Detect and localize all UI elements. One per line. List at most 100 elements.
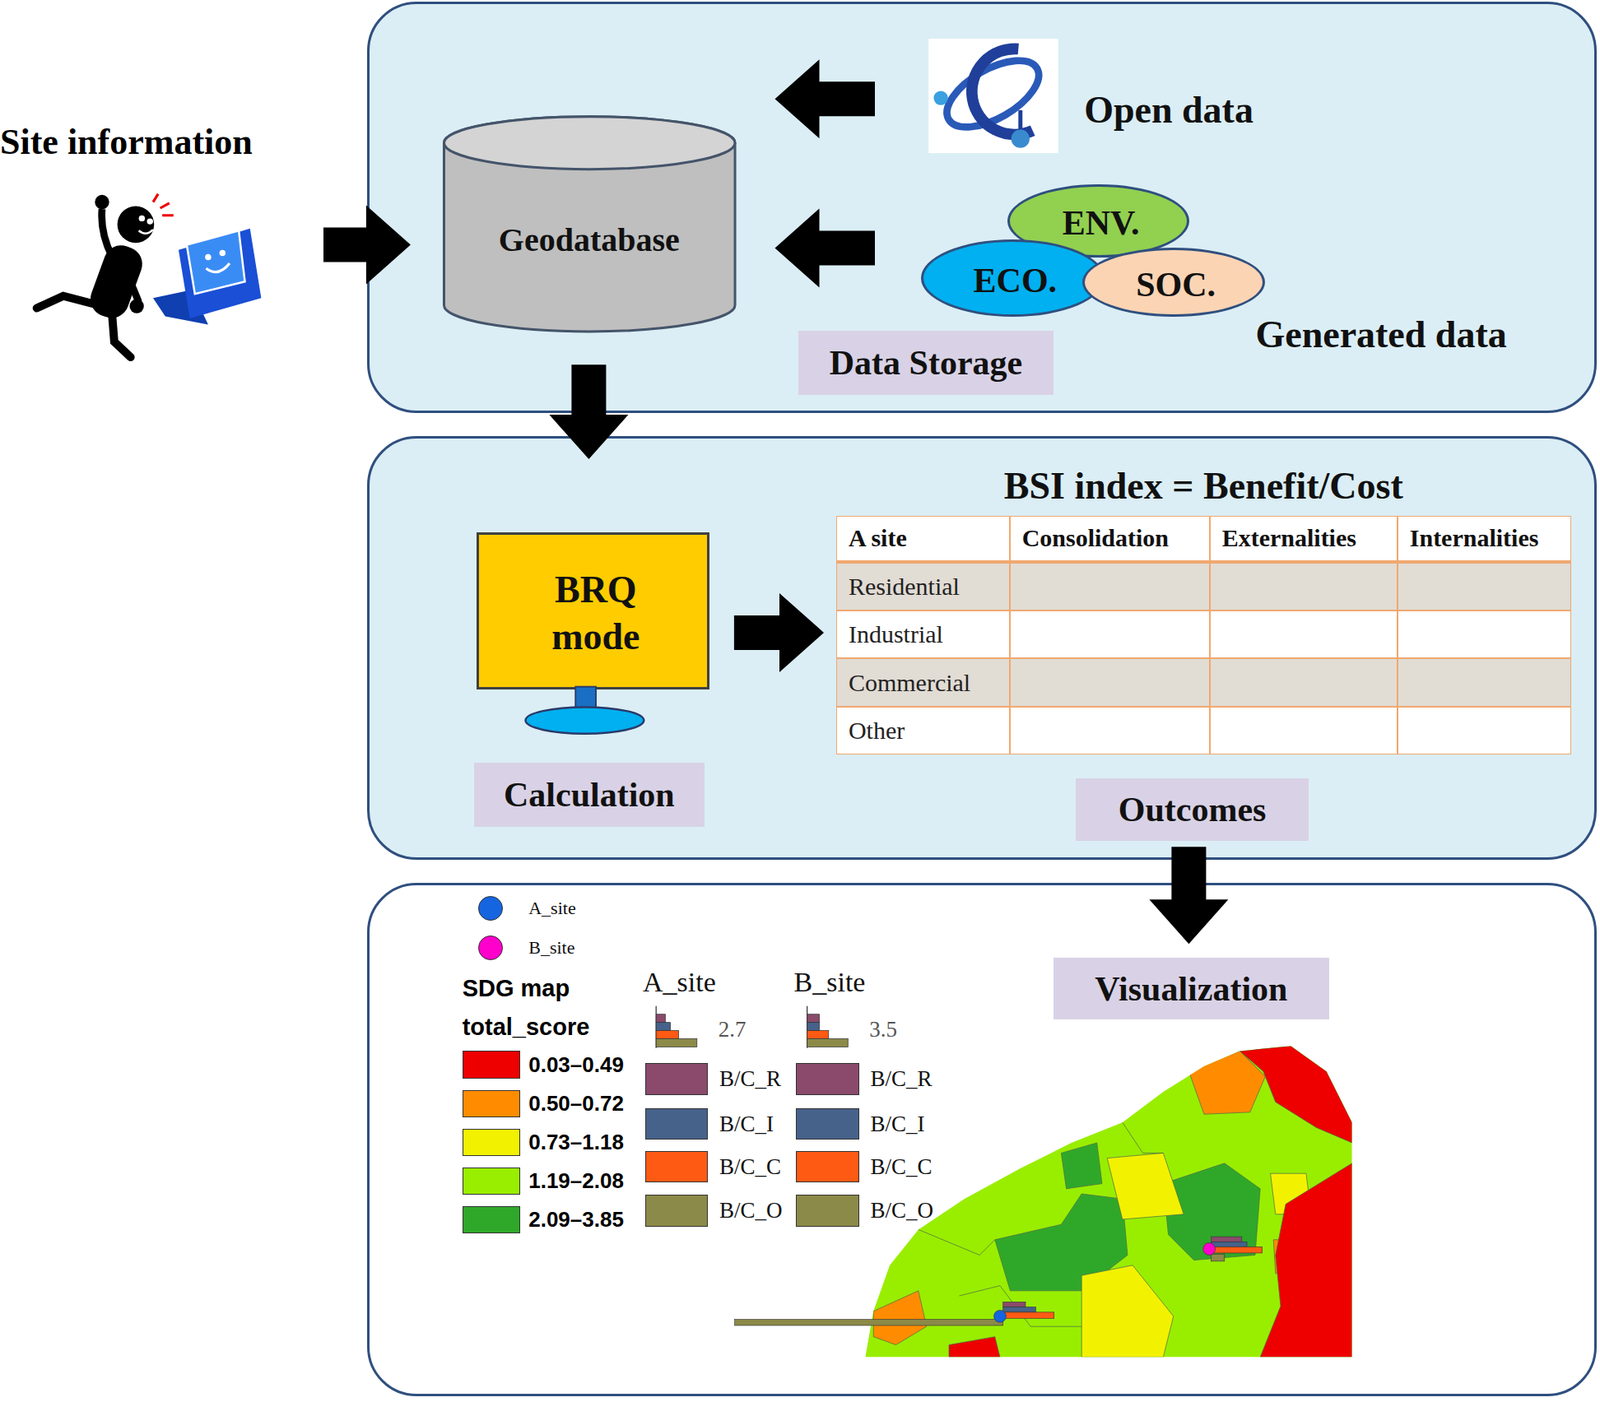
table-cell-text: A site — [848, 524, 907, 553]
open-data-source: Open data — [930, 41, 1294, 156]
block-arrow — [548, 364, 628, 460]
node-label: Geodatabase — [498, 220, 680, 260]
legend-swatch — [795, 1063, 860, 1095]
table-cell: A site — [836, 516, 1010, 563]
legend-text: B/C_R — [870, 1066, 933, 1093]
monitor-stand — [525, 687, 644, 735]
table-cell — [1397, 706, 1572, 755]
text-slot: Geodatabase — [439, 206, 740, 274]
table-cell-text: Residential — [848, 572, 960, 601]
calculation-panel: Calculation Outcomes BRQ mode BSI index = B… — [367, 436, 1597, 861]
brq-monitor: BRQ mode — [476, 532, 710, 690]
table-cell: Other — [836, 706, 1010, 755]
legend-swatch — [462, 1129, 521, 1157]
legend-text: 0.03–0.49 — [528, 1052, 624, 1079]
table-cell — [1009, 562, 1210, 611]
label-slot: SDG map — [462, 972, 637, 1007]
legend-slot: 2.09–3.85 — [528, 1204, 641, 1236]
panel-badge: Data Storage — [798, 330, 1054, 396]
text-slot: SOC. — [1084, 250, 1268, 320]
text-slot: BSI index = Benefit/Cost — [836, 461, 1572, 512]
text-slot: Outcomes — [1075, 778, 1309, 842]
cylinder-top — [443, 116, 735, 170]
legend-mini-bars — [655, 1006, 848, 1049]
site-markers — [734, 1237, 1263, 1326]
legend-swatch — [645, 1195, 709, 1227]
legend-slot: B/C_O — [719, 1195, 801, 1227]
node-label: BRQ mode — [525, 566, 666, 661]
sdg-map — [856, 1041, 1358, 1363]
legend-text: 0.73–1.18 — [528, 1130, 624, 1156]
legend-heading: total_score — [462, 1013, 591, 1042]
legend-text: B/C_C — [870, 1154, 933, 1181]
block-arrow — [734, 593, 824, 673]
legend-slot: B/C_I — [719, 1108, 801, 1140]
site-column-heading: B_site — [794, 967, 866, 999]
legend-text: 2.09–3.85 — [528, 1207, 624, 1233]
text-slot: ECO. — [923, 241, 1107, 320]
table-cell-text: Consolidation — [1022, 524, 1169, 553]
legend-text: B/C_C — [719, 1154, 782, 1181]
table-cell — [1009, 658, 1210, 707]
legend-swatch — [645, 1108, 709, 1140]
legend-swatch — [462, 1090, 521, 1118]
site-score: 2.7 — [718, 1017, 747, 1043]
text-slot: BRQ mode — [479, 534, 712, 693]
legend-slot: B/C_O — [870, 1195, 953, 1227]
legend-text: 1.19–2.08 — [528, 1168, 624, 1195]
cylinder-body — [443, 116, 735, 332]
table-title: BSI index = Benefit/Cost — [1004, 464, 1404, 508]
node-label: Open data — [1083, 88, 1254, 132]
legend-slot: 0.50–0.72 — [528, 1088, 641, 1120]
table-cell: Internalities — [1397, 516, 1572, 563]
legend-swatch — [645, 1151, 709, 1183]
legend-slot: B_site — [528, 934, 631, 963]
label-slot: 2.7 — [718, 1014, 780, 1046]
table-cell: Industrial — [836, 610, 1010, 659]
site-column-heading: A_site — [642, 967, 717, 999]
site-score: 3.5 — [869, 1017, 898, 1043]
data-storage-panel: Data Storage Geodatabase Open dataGenerate… — [367, 1, 1597, 414]
panel-badge: Visualization — [1053, 958, 1330, 1021]
label-slot: B_site — [794, 964, 917, 1002]
panel-badge: Outcomes — [1075, 778, 1309, 842]
legend-text: B_site — [528, 937, 575, 959]
table-cell-text: Internalities — [1409, 524, 1540, 553]
node-label: SOC. — [1135, 265, 1216, 305]
bsi-table: BSI index = Benefit/Cost A site Consolidat… — [836, 461, 1572, 755]
person-figure — [37, 194, 262, 358]
legend-swatch — [462, 1206, 521, 1234]
legend-swatch — [795, 1108, 860, 1140]
table-cell — [1209, 658, 1398, 707]
table-cell-text: Other — [848, 716, 905, 745]
block-arrow — [323, 205, 411, 285]
legend-text: B/C_I — [719, 1111, 774, 1138]
legend-slot: B/C_I — [870, 1108, 953, 1140]
legend-swatch — [478, 896, 503, 921]
label-slot: total_score — [462, 1010, 637, 1046]
geodatabase-cylinder: Geodatabase — [439, 114, 740, 335]
legend-text: B/C_O — [870, 1198, 935, 1224]
table-cell: Consolidation — [1009, 516, 1210, 563]
table-cell — [1009, 706, 1210, 755]
panel-badge: Calculation — [474, 762, 705, 828]
legend-slot: 0.03–0.49 — [528, 1049, 641, 1081]
text-slot: Generated data — [1255, 308, 1559, 360]
table-cell — [1209, 706, 1398, 755]
site-information: Site information — [0, 114, 312, 365]
text-slot: Open data — [1083, 74, 1294, 146]
block-arrow — [1148, 846, 1228, 945]
table-cell — [1009, 610, 1210, 659]
table-cell — [1397, 610, 1572, 659]
table-cell-text: Externalities — [1222, 524, 1357, 553]
node-label: ECO. — [973, 260, 1058, 301]
legend-slot: A_site — [528, 893, 631, 923]
legend-text: B/C_I — [870, 1111, 926, 1138]
table-cell: Externalities — [1209, 516, 1398, 563]
legend-text: A_site — [528, 897, 576, 920]
text-slot: Visualization — [1053, 958, 1330, 1021]
legend-text: B/C_R — [719, 1066, 782, 1093]
